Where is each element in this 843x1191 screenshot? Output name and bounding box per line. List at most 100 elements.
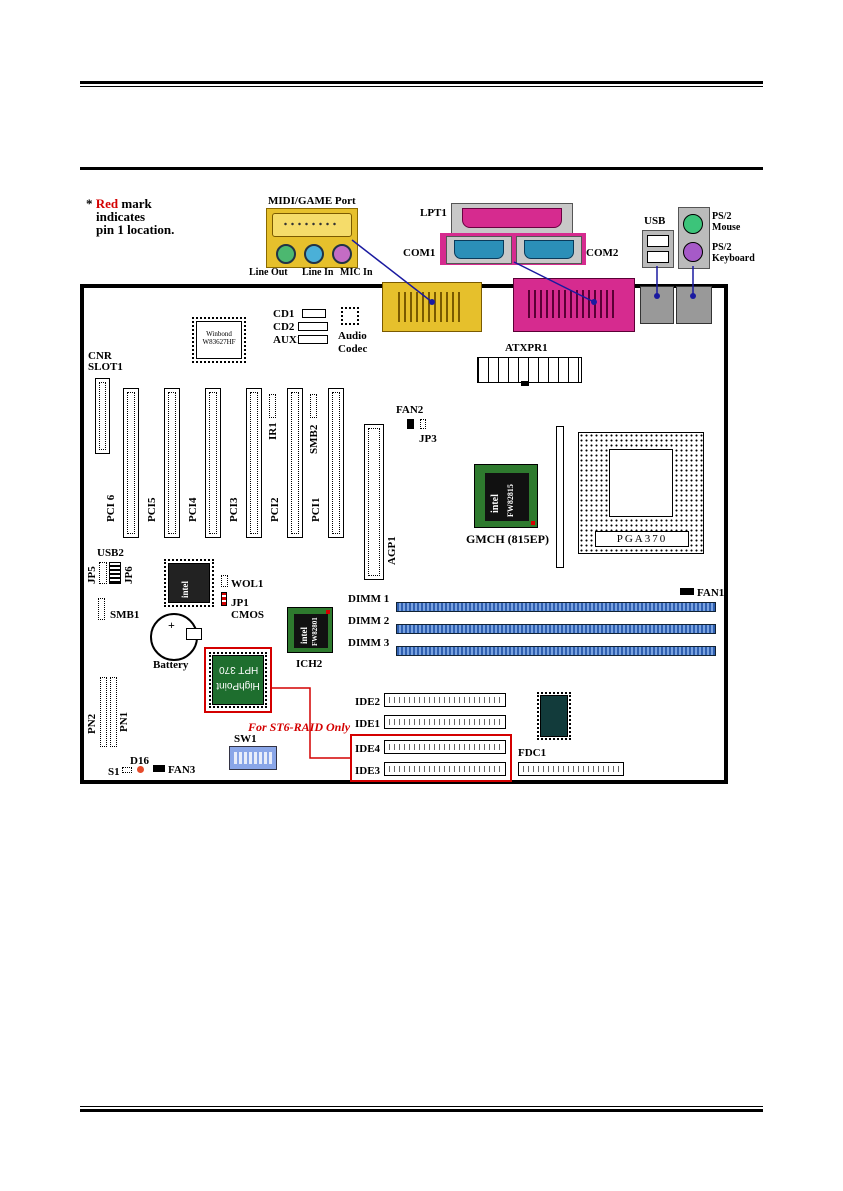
dimm3-slot bbox=[396, 646, 716, 656]
raid-ide-highlight-box bbox=[350, 734, 512, 782]
pci4-slot bbox=[205, 388, 221, 538]
fan3-label: FAN3 bbox=[168, 764, 196, 776]
jp6-label: JP6 bbox=[123, 566, 135, 584]
ich2-pin1-mark bbox=[326, 610, 330, 614]
legend-line3: pin 1 location. bbox=[96, 222, 175, 237]
jp3-label: JP3 bbox=[419, 433, 437, 445]
ich2-intel-text: intel bbox=[299, 627, 309, 644]
d16-led bbox=[137, 766, 144, 773]
ide1-label: IDE1 bbox=[355, 718, 381, 730]
cd2-header bbox=[298, 322, 328, 331]
audio-codec-label-1: Audio bbox=[338, 330, 367, 342]
pci6-slot bbox=[123, 388, 139, 538]
atxpr1-label: ATXPR1 bbox=[505, 342, 548, 354]
cnr-slot bbox=[95, 378, 110, 454]
pn2-label: PN2 bbox=[86, 713, 98, 734]
pci2-slot bbox=[287, 388, 303, 538]
jp5-header bbox=[99, 562, 107, 584]
gmch-intel-text: intel bbox=[490, 494, 501, 513]
battery-clip bbox=[186, 628, 202, 640]
dimm3-label: DIMM 3 bbox=[348, 637, 390, 649]
com2-connector bbox=[524, 240, 574, 259]
ide3-label: IDE3 bbox=[355, 765, 381, 777]
gmch-label: GMCH (815EP) bbox=[466, 532, 549, 546]
fan3-header bbox=[153, 765, 165, 772]
aux1-label: AUX1 bbox=[273, 334, 303, 346]
legend-mark: mark bbox=[121, 196, 152, 211]
usb2-header bbox=[109, 562, 121, 584]
onboard-usb-connector bbox=[640, 286, 674, 324]
ps2-keyboard-label: PS/2 Keyboard bbox=[712, 242, 760, 264]
highpoint-text-2: HPT 370 bbox=[219, 664, 259, 675]
highpoint-chip: HighPoint HPT 370 bbox=[209, 652, 267, 708]
atxpr1-connector bbox=[477, 357, 582, 383]
bottom-rule-thick bbox=[80, 1109, 763, 1112]
usb-port-2 bbox=[647, 251, 669, 263]
smb2-label: SMB2 bbox=[308, 424, 320, 454]
mic-in-jack bbox=[332, 244, 352, 264]
dimm1-slot bbox=[396, 602, 716, 612]
com1-label: COM1 bbox=[403, 247, 436, 259]
dimm2-slot bbox=[396, 624, 716, 634]
usb2-label: USB2 bbox=[97, 547, 124, 559]
line-out-jack bbox=[276, 244, 296, 264]
fan1-header bbox=[680, 588, 694, 595]
ich2-part-text: FW82801 bbox=[311, 617, 319, 646]
audio-codec-chip bbox=[341, 307, 359, 325]
pci5-slot bbox=[164, 388, 180, 538]
pci6-label: PCI 6 bbox=[105, 494, 117, 522]
cd2-label: CD2 bbox=[273, 321, 295, 333]
ide2-connector bbox=[384, 693, 506, 707]
ich2-die: intel FW82801 bbox=[294, 614, 328, 648]
super-io-chip: intel bbox=[164, 559, 214, 607]
highpoint-text-1: HighPoint bbox=[216, 680, 260, 691]
mic-in-label: MIC In bbox=[340, 267, 373, 278]
fdc1-connector bbox=[518, 762, 624, 776]
legend-red-word: Red bbox=[95, 196, 119, 211]
fdc1-label: FDC1 bbox=[518, 747, 547, 759]
ps2-mouse-jack bbox=[683, 214, 703, 234]
usb-port-1 bbox=[647, 235, 669, 247]
pga370-lever bbox=[556, 426, 564, 568]
super-io-intel-text: intel bbox=[180, 581, 190, 598]
jp1-jumper bbox=[221, 592, 227, 606]
gmch-chip: intel FW82815 bbox=[474, 464, 538, 528]
ide2-label: IDE2 bbox=[355, 696, 381, 708]
pin1-legend: * Red mark indicates pin 1 location. bbox=[86, 197, 174, 236]
highpoint-highlight-box bbox=[204, 647, 272, 713]
pci4-label: PCI4 bbox=[187, 497, 199, 522]
fan2-label: FAN2 bbox=[396, 404, 424, 416]
ich2-chip: intel FW82801 bbox=[287, 607, 333, 653]
ps2-keyboard-jack bbox=[683, 242, 703, 262]
pci5-label: PCI5 bbox=[146, 497, 158, 522]
atxpr1-latch bbox=[521, 381, 529, 386]
smb1-header bbox=[98, 598, 105, 620]
agp1-slot bbox=[364, 424, 384, 580]
bottom-rule-thin bbox=[80, 1106, 763, 1107]
onboard-ps2-connector bbox=[676, 286, 712, 324]
onboard-lpt-pins bbox=[528, 290, 618, 318]
cd1-header bbox=[302, 309, 326, 318]
game-port-pins bbox=[282, 220, 340, 228]
sw1-dip-switch bbox=[229, 746, 277, 770]
cnr-label-1: CNR bbox=[88, 350, 112, 362]
agp1-label: AGP1 bbox=[386, 536, 398, 565]
legend-line2: indicates bbox=[96, 209, 146, 224]
winbond-text-1: Winbond bbox=[206, 330, 232, 338]
winbond-text-2: W83627HF bbox=[202, 338, 236, 346]
pci2-label: PCI2 bbox=[269, 497, 281, 522]
s1-label: S1 bbox=[108, 766, 120, 778]
pga370-cavity bbox=[609, 449, 673, 517]
cnr-label-2: SLOT1 bbox=[88, 361, 123, 373]
jp3-jumper bbox=[420, 419, 426, 429]
jp5-label: JP5 bbox=[86, 566, 98, 584]
bios-chip bbox=[537, 692, 571, 740]
line-in-label: Line In bbox=[302, 267, 334, 278]
pga370-socket: PGA370 bbox=[578, 432, 704, 554]
com2-label: COM2 bbox=[586, 247, 619, 259]
dimm2-label: DIMM 2 bbox=[348, 615, 390, 627]
ps2-mouse-text: PS/2 Mouse bbox=[712, 211, 741, 233]
line-out-label: Line Out bbox=[249, 267, 288, 278]
onboard-game-pins bbox=[398, 292, 464, 322]
line-in-jack bbox=[304, 244, 324, 264]
